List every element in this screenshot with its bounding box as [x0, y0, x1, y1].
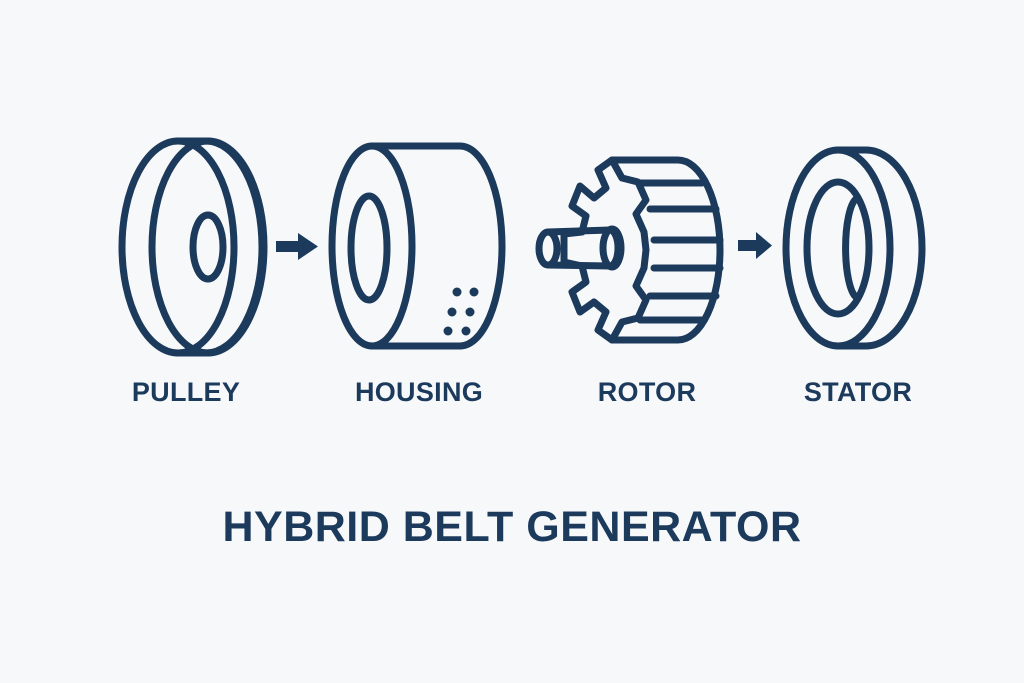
- arrow-right-icon: [738, 232, 772, 259]
- pulley-icon: [118, 137, 268, 357]
- pulley-label: PULLEY: [131, 377, 241, 407]
- stator-icon: [782, 146, 926, 350]
- housing-label: HOUSING: [354, 377, 484, 407]
- arrow-right-icon: [276, 233, 318, 260]
- diagram-title: HYBRID BELT GENERATOR: [222, 503, 802, 551]
- stator-label: STATOR: [803, 377, 913, 407]
- rotor-icon: [535, 156, 724, 344]
- housing-icon: [328, 142, 506, 350]
- rotor-label: ROTOR: [597, 377, 697, 407]
